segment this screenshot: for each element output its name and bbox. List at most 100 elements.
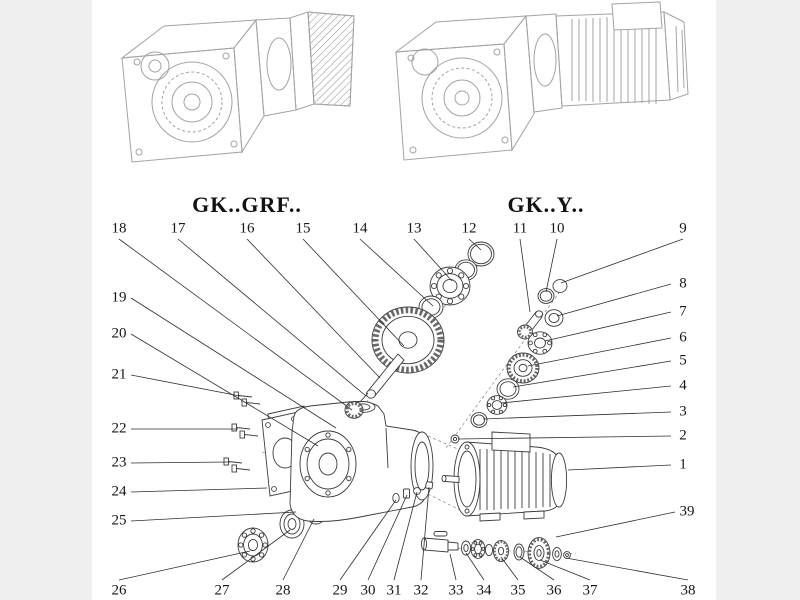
leader-line-24 bbox=[130, 487, 268, 493]
callout-7: 7 bbox=[679, 303, 687, 320]
ring-small bbox=[537, 288, 555, 304]
callout-2: 2 bbox=[679, 427, 687, 444]
exploded-view bbox=[223, 241, 577, 569]
leader-line-10 bbox=[545, 238, 558, 293]
callout-9: 9 bbox=[679, 220, 687, 237]
bearing-pinion bbox=[527, 331, 553, 355]
leader-line-15 bbox=[302, 238, 405, 347]
motor-pinion-group bbox=[450, 279, 568, 444]
spacer bbox=[484, 543, 494, 557]
callout-22: 22 bbox=[111, 420, 127, 437]
leader-line-14 bbox=[359, 238, 434, 307]
leader-lines bbox=[118, 238, 689, 581]
gearbox-housing bbox=[289, 401, 434, 522]
callout-15: 15 bbox=[295, 220, 311, 237]
callout-37: 37 bbox=[582, 582, 598, 599]
leader-line-11 bbox=[519, 238, 531, 313]
input-shaft bbox=[344, 353, 405, 419]
leader-line-36 bbox=[519, 556, 555, 581]
callout-19: 19 bbox=[111, 289, 127, 306]
callout-20: 20 bbox=[111, 325, 127, 342]
leader-line-26 bbox=[118, 550, 251, 581]
leader-line-9 bbox=[560, 238, 684, 284]
callout-12: 12 bbox=[461, 220, 477, 237]
leader-line-6 bbox=[527, 337, 672, 367]
variant-label-gk-y: GK..Y.. bbox=[507, 192, 585, 217]
motor bbox=[441, 431, 568, 522]
leader-line-31 bbox=[393, 491, 418, 581]
leader-line-8 bbox=[556, 283, 672, 317]
leader-line-17 bbox=[177, 238, 367, 397]
leader-line-37 bbox=[539, 559, 591, 581]
leader-line-35 bbox=[500, 556, 519, 581]
leader-line-30 bbox=[367, 494, 408, 581]
leader-line-27 bbox=[221, 529, 291, 581]
leader-line-18 bbox=[118, 238, 353, 411]
callout-33: 33 bbox=[448, 582, 464, 599]
plug bbox=[450, 434, 460, 444]
leader-line-13 bbox=[413, 238, 453, 282]
callout-5: 5 bbox=[679, 352, 687, 369]
leader-line-20 bbox=[130, 333, 319, 447]
leader-line-32 bbox=[420, 486, 430, 581]
leader-line-7 bbox=[544, 311, 672, 342]
callout-8: 8 bbox=[679, 275, 687, 292]
gear-mid bbox=[506, 352, 540, 384]
callout-38: 38 bbox=[680, 582, 696, 599]
callout-35: 35 bbox=[510, 582, 526, 599]
leader-line-39 bbox=[555, 511, 676, 538]
callout-23: 23 bbox=[111, 454, 127, 471]
small-fasteners bbox=[392, 481, 434, 504]
bearing-input bbox=[429, 266, 471, 306]
callout-24: 24 bbox=[111, 483, 127, 500]
end-washer bbox=[552, 546, 562, 562]
callout-17: 17 bbox=[170, 220, 186, 237]
callout-36: 36 bbox=[546, 582, 562, 599]
leader-line-29 bbox=[339, 499, 397, 581]
ring-mid bbox=[496, 378, 520, 400]
callout-31: 31 bbox=[386, 582, 402, 599]
callout-14: 14 bbox=[352, 220, 368, 237]
leader-line-2 bbox=[457, 435, 672, 440]
bearing-small bbox=[486, 395, 508, 415]
callout-6: 6 bbox=[679, 329, 687, 346]
callout-30: 30 bbox=[360, 582, 376, 599]
leader-line-23 bbox=[130, 461, 231, 464]
callout-1: 1 bbox=[679, 456, 687, 473]
snap-ring-small bbox=[552, 279, 568, 293]
leader-line-34 bbox=[465, 552, 485, 581]
ring-output bbox=[513, 543, 525, 561]
snap-ring-top bbox=[467, 241, 495, 267]
washer bbox=[460, 540, 472, 556]
bearing-shaft bbox=[470, 539, 486, 559]
leader-line-28 bbox=[282, 518, 315, 581]
end-bolt bbox=[563, 551, 571, 559]
callout-21: 21 bbox=[111, 366, 127, 383]
callout-18: 18 bbox=[111, 220, 127, 237]
callout-34: 34 bbox=[476, 582, 492, 599]
leader-line-19 bbox=[130, 297, 337, 429]
leader-line-12 bbox=[468, 238, 482, 251]
callout-25: 25 bbox=[111, 512, 127, 529]
output-shaft-assembly bbox=[420, 531, 571, 569]
leader-line-3 bbox=[482, 411, 672, 420]
leader-line-25 bbox=[130, 511, 297, 522]
leader-line-33 bbox=[449, 553, 457, 581]
callout-16: 16 bbox=[239, 220, 255, 237]
gear-large-output bbox=[527, 537, 551, 569]
gear-large bbox=[371, 306, 445, 374]
variant-label-gk-grf: GK..GRF.. bbox=[192, 192, 302, 217]
callout-32: 32 bbox=[413, 582, 429, 599]
cover-bolts bbox=[223, 391, 261, 473]
callout-13: 13 bbox=[406, 220, 422, 237]
callout-28: 28 bbox=[275, 582, 291, 599]
leader-line-1 bbox=[567, 464, 672, 471]
callout-4: 4 bbox=[679, 377, 687, 394]
drawing-gk-grf bbox=[120, 11, 355, 163]
leader-line-4 bbox=[500, 385, 672, 404]
callout-39: 39 bbox=[679, 503, 695, 520]
hatched-cover bbox=[307, 11, 355, 107]
leader-line-16 bbox=[246, 238, 381, 379]
